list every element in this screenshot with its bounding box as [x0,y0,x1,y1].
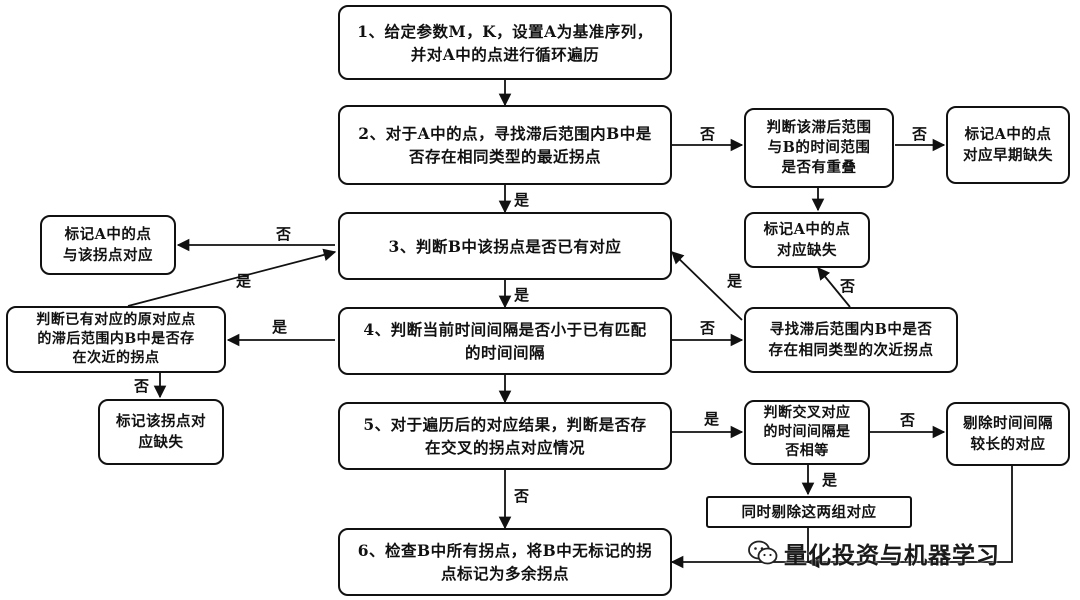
label-no-s3: 否 [276,225,292,243]
watermark: 量化投资与机器学习 [748,538,1000,569]
label-yes-s2: 是 [514,191,530,209]
step-6-box: 6、检查B中所有拐点，将B中无标记的拐 点标记为多余拐点 [338,528,672,596]
arrow-findnext-s3 [671,251,743,321]
watermark-text: 量化投资与机器学习 [784,543,1000,569]
label-yes-cross: 是 [822,471,838,489]
find-next-box: 寻找滞后范围内B中是否 存在相同类型的次近拐点 [744,307,958,373]
step-1-box: 1、给定参数M，K，设置A为基准序列， 并对A中的点进行循环遍历 [338,5,672,80]
arrow-findnext-missing [817,267,851,308]
overlap-check-box: 判断该滞后范围 与B的时间范围 是否有重叠 [744,108,894,188]
label-no-s2: 否 [700,125,716,143]
label-no-judge: 否 [134,377,150,395]
mark-missing-box: 标记A中的点 对应缺失 [744,212,870,268]
mark-match-box: 标记A中的点 与该拐点对应 [40,215,176,275]
label-yes-s3: 是 [514,286,530,304]
remove-longer-box: 剔除时间间隔 较长的对应 [946,402,1070,466]
remove-both-box: 同时剔除这两组对应 [706,496,912,528]
arrow-judge-s3 [127,248,337,307]
label-yes-findnext: 是 [727,272,743,290]
arrow-remove-s6 [806,466,1013,569]
label-no-findnext: 否 [840,277,856,295]
wechat-icon [748,540,778,565]
step-4-box: 4、判断当前时间间隔是否小于已有匹配 的时间间隔 [338,307,672,375]
step-5-box: 5、对于遍历后的对应结果，判断是否存 在交叉的拐点对应情况 [338,402,672,470]
judge-origin-box: 判断已有对应的原对应点 的滞后范围内B中是否存 在次近的拐点 [6,306,226,373]
mark-turn-missing-box: 标记该拐点对 应缺失 [98,399,224,465]
step-3-box: 3、判断B中该拐点是否已有对应 [338,212,672,280]
label-yes-s5: 是 [704,410,720,428]
step-2-box: 2、对于A中的点，寻找滞后范围内B中是 否存在相同类型的最近拐点 [338,105,672,185]
label-no-s5: 否 [514,487,530,505]
label-yes-s4: 是 [272,318,288,336]
label-no-overlap: 否 [912,125,928,143]
cross-equal-box: 判断交叉对应 的时间间隔是 否相等 [744,400,870,465]
mark-early-missing-box: 标记A中的点 对应早期缺失 [946,106,1070,184]
label-no-cross: 否 [900,411,916,429]
label-no-s4: 否 [700,319,716,337]
label-yes-judge-s3: 是 [236,272,252,290]
